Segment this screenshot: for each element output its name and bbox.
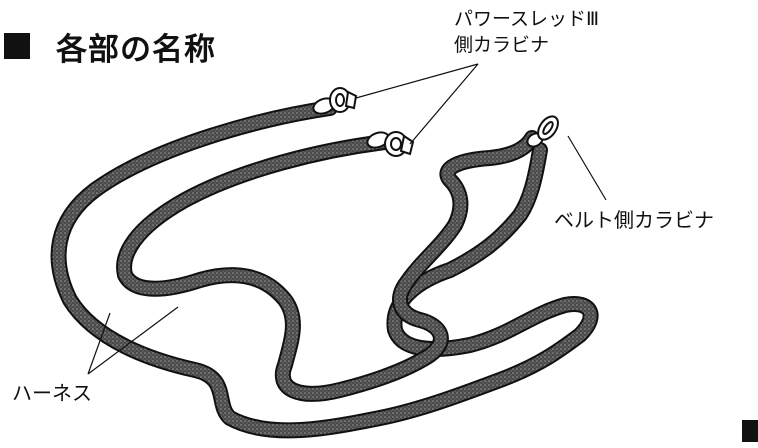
power-thread-carabiner-label-line2: 側カラビナ [454,34,550,56]
next-section-bullet-square [742,420,758,442]
power-thread-carabiner-lower [366,131,415,157]
belt-carabiner-label: ベルト側カラビナ [554,208,714,232]
power-thread-carabiner-upper [312,87,358,115]
leader-lines [87,63,607,375]
section-title: 各部の名称 [56,31,216,68]
power-thread-carabiner-label: パワースレッドⅢ 側カラビナ [454,6,599,58]
heading-bullet-square [4,33,30,59]
harness-label: ハーネス [12,381,92,405]
power-thread-carabiner-label-line1: パワースレッドⅢ [454,8,600,30]
belt-carabiner [526,115,559,148]
section-heading: 各部の名称 [0,24,216,68]
